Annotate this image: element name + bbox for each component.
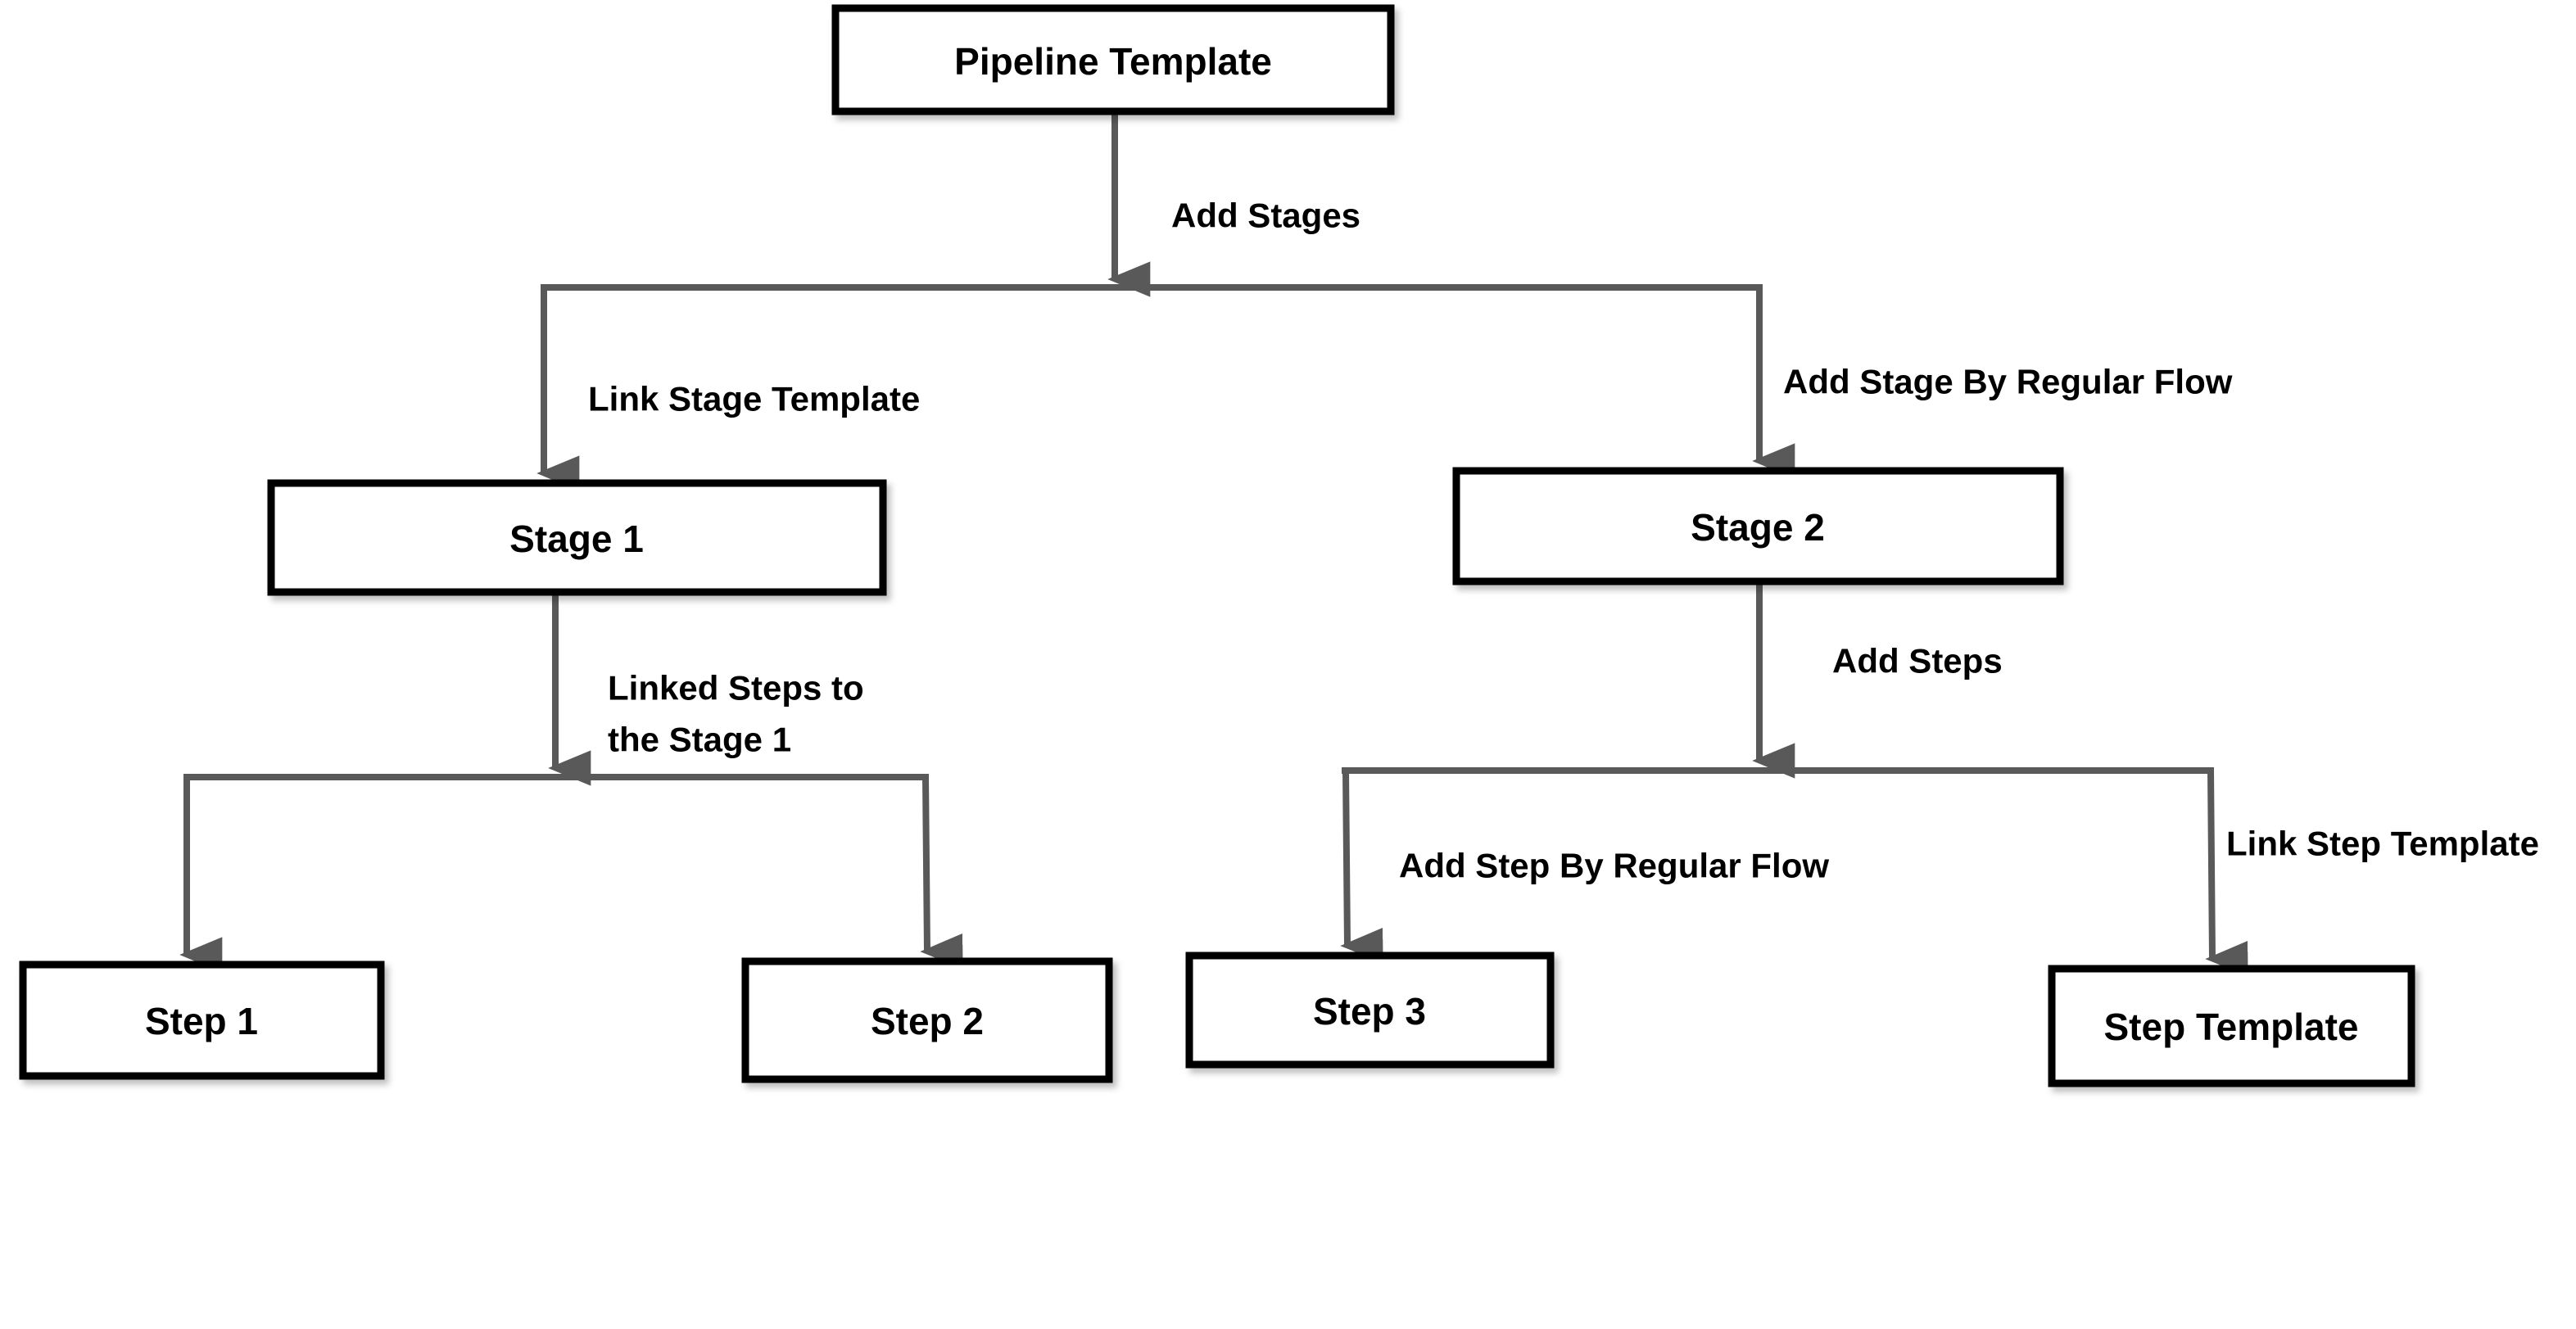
node-step-template: Step Template xyxy=(2048,965,2415,1087)
node-step-3-box xyxy=(1185,952,1555,1069)
connector-to-step-template xyxy=(2205,770,2248,977)
connector-to-step-3 xyxy=(1340,770,1383,964)
edge-label-add-stage-by-regular-flow: Add Stage By Regular Flow xyxy=(1783,363,2233,401)
node-step-3: Step 3 xyxy=(1185,952,1555,1069)
edge-label-link-stage-template: Link Stage Template xyxy=(588,380,920,418)
connectors xyxy=(179,113,2248,977)
node-stage-1: Stage 1 xyxy=(267,479,887,596)
edge-label-link-step-template: Link Step Template xyxy=(2226,825,2539,863)
edge-label-linked-steps-line2: the Stage 1 xyxy=(608,721,791,759)
node-step-2-box xyxy=(741,957,1113,1083)
edge-label-linked-steps-line1: Linked Steps to xyxy=(608,669,864,707)
connector-to-step-2 xyxy=(920,776,963,970)
node-stage-1-label: Stage 1 xyxy=(509,518,644,560)
node-stage-2-box xyxy=(1452,467,2064,585)
edge-labels: Add Stages Link Stage Template Add Stage… xyxy=(588,197,2539,885)
edge-label-add-stages: Add Stages xyxy=(1171,197,1360,235)
node-step-template-label: Step Template xyxy=(2104,1006,2359,1048)
node-stage-2: Stage 2 xyxy=(1452,467,2064,585)
node-step-1: Step 1 xyxy=(19,961,385,1080)
node-step-template-box xyxy=(2048,965,2415,1087)
edge-label-add-step-by-regular-flow: Add Step By Regular Flow xyxy=(1399,847,1829,885)
node-step-2-label: Step 2 xyxy=(871,1000,984,1042)
nodes: Pipeline Template Stage 1 Stage 2 Step 1… xyxy=(19,4,2415,1087)
node-pipeline-template-label: Pipeline Template xyxy=(954,40,1272,83)
node-step-1-box xyxy=(19,961,385,1080)
edge-label-add-steps: Add Steps xyxy=(1832,642,2003,680)
node-step-1-label: Step 1 xyxy=(145,1000,258,1042)
node-step-2: Step 2 xyxy=(741,957,1113,1083)
node-stage-1-box xyxy=(267,479,887,596)
node-step-3-label: Step 3 xyxy=(1313,990,1426,1033)
node-pipeline-template: Pipeline Template xyxy=(831,4,1395,115)
node-stage-2-label: Stage 2 xyxy=(1691,506,1825,549)
node-pipeline-template-box xyxy=(831,4,1395,115)
